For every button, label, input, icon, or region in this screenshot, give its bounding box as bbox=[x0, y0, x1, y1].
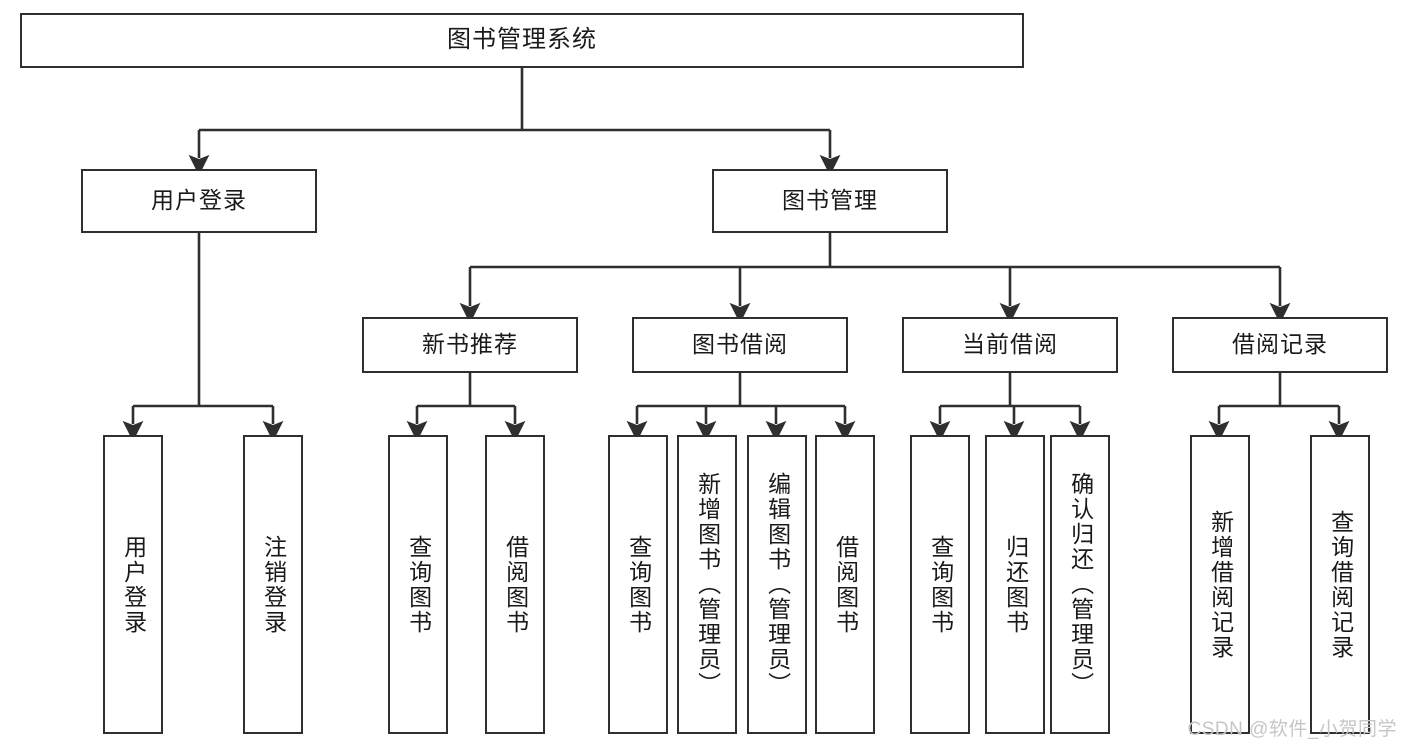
node-user-login[interactable]: 用户登录 bbox=[81, 169, 317, 233]
node-book-borrow[interactable]: 图书借阅 bbox=[632, 317, 848, 373]
leaf-borrow-edit-book-admin[interactable]: 编辑图书（管理员） bbox=[747, 435, 807, 734]
node-current-borrow[interactable]: 当前借阅 bbox=[902, 317, 1118, 373]
leaf-record-query-borrow-record[interactable]: 查询借阅记录 bbox=[1310, 435, 1370, 734]
leaf-borrow-query-book[interactable]: 查询图书 bbox=[608, 435, 668, 734]
leaf-user-logout[interactable]: 注销登录 bbox=[243, 435, 303, 734]
leaf-recommend-query-book[interactable]: 查询图书 bbox=[388, 435, 448, 734]
node-new-book-recommend[interactable]: 新书推荐 bbox=[362, 317, 578, 373]
node-root-system[interactable]: 图书管理系统 bbox=[20, 13, 1024, 68]
leaf-current-query-book[interactable]: 查询图书 bbox=[910, 435, 970, 734]
leaf-borrow-add-book-admin[interactable]: 新增图书（管理员） bbox=[677, 435, 737, 734]
csdn-watermark: CSDN @软件_小贺同学 bbox=[1187, 719, 1397, 740]
leaf-user-login[interactable]: 用户登录 bbox=[103, 435, 163, 734]
leaf-recommend-borrow-book[interactable]: 借阅图书 bbox=[485, 435, 545, 734]
leaf-borrow-borrow-book[interactable]: 借阅图书 bbox=[815, 435, 875, 734]
leaf-current-return-book[interactable]: 归还图书 bbox=[985, 435, 1045, 734]
node-book-management[interactable]: 图书管理 bbox=[712, 169, 948, 233]
node-borrow-record[interactable]: 借阅记录 bbox=[1172, 317, 1388, 373]
leaf-record-add-borrow-record[interactable]: 新增借阅记录 bbox=[1190, 435, 1250, 734]
leaf-current-confirm-return-admin[interactable]: 确认归还（管理员） bbox=[1050, 435, 1110, 734]
